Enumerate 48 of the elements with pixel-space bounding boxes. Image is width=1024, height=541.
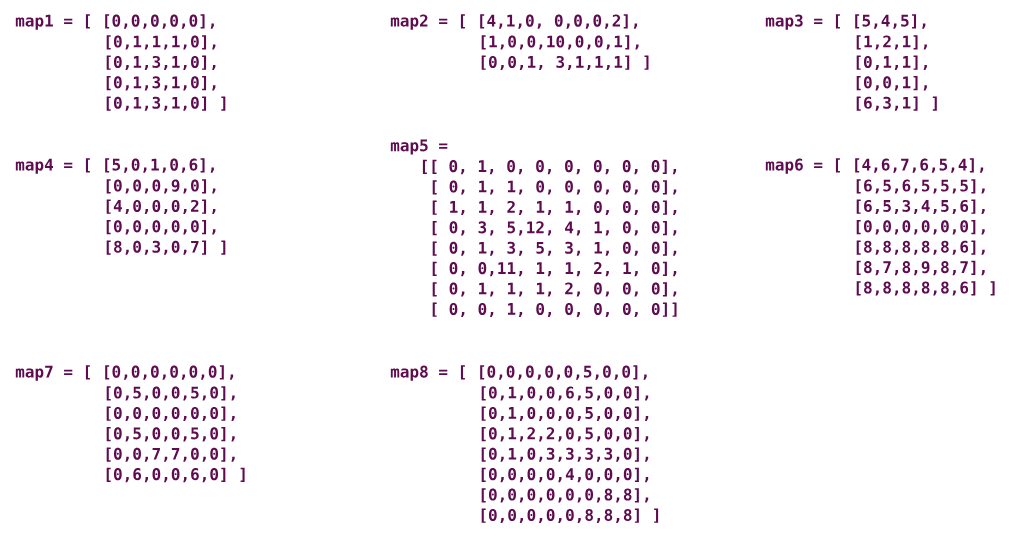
code-line: [6,5,3,4,5,6], (856, 199, 985, 214)
code-line: map7 = [ [0,0,0,0,0,0], (15, 365, 234, 381)
code-line: [6,3,1] ] (856, 96, 937, 111)
code-line: [ 0, 1, 3, 5, 3, 1, 0, 0], (432, 241, 677, 256)
code-line: [ 0, 1, 1, 1, 2, 0, 0, 0], (432, 282, 677, 297)
code-line: [0,1,1,1,0], (106, 35, 216, 50)
code-line: [0,1,3,1,0] ] (106, 96, 226, 111)
code-line: [0,1,0,3,3,3,3,0], (481, 447, 649, 462)
code-line: [8,8,8,8,8,6], (856, 240, 985, 255)
code-line: [0,5,0,0,5,0], (106, 386, 235, 401)
code-line: [ 0, 1, 1, 0, 0, 0, 0, 0], (432, 180, 677, 195)
code-line: [0,0,1, 3,1,1,1] ] (481, 55, 649, 70)
code-line: map8 = [ [0,0,0,0,0,5,0,0], (390, 365, 647, 381)
code-line: [0,1,0,0,6,5,0,0], (481, 386, 649, 401)
code-line: [8,7,8,9,8,7], (856, 260, 985, 276)
code-line: map6 = [ [4,6,7,6,5,4], (765, 158, 984, 174)
code-line: [ 0, 0,11, 1, 1, 2, 1, 0], (432, 261, 677, 277)
code-line: [0,1,3,1,0], (106, 55, 216, 70)
code-line: [ 0, 0, 1, 0, 0, 0, 0, 0]] (432, 302, 677, 317)
code-line: map3 = [ [5,4,5], (765, 14, 926, 30)
code-line: map5 = (390, 139, 448, 155)
code-line: [0,1,3,1,0], (106, 76, 216, 91)
code-line: [0,0,0,0,0,0], (106, 406, 235, 421)
code-line: [4,0,0,0,2], (106, 199, 216, 214)
code-line: [0,0,0,0,0,0,8,8], (481, 488, 649, 503)
code-line: [0,1,1], (856, 55, 927, 70)
code-line: [ 0, 3, 5,12, 4, 1, 0, 0], (432, 221, 677, 236)
code-line: [1,0,0,10,0,0,1], (481, 35, 639, 50)
code-line: [ 1, 1, 2, 1, 1, 0, 0, 0], (432, 200, 677, 215)
code-line: [0,0,7,7,0,0], (106, 447, 235, 462)
code-line: [0,6,0,0,6,0] ] (106, 467, 245, 483)
code-line: [0,0,0,0,0], (106, 220, 216, 235)
code-line: map4 = [ [5,0,1,0,6], (15, 158, 214, 174)
code-line: [0,1,2,2,0,5,0,0], (481, 427, 649, 442)
code-line: map1 = [ [0,0,0,0,0], (15, 14, 214, 30)
code-line: [[ 0, 1, 0, 0, 0, 0, 0, 0], (422, 159, 677, 175)
code-line: [0,1,0,0,0,5,0,0], (481, 406, 649, 421)
code-line: [6,5,6,5,5,5], (856, 179, 985, 194)
code-line: map2 = [ [4,1,0, 0,0,0,2], (390, 14, 638, 30)
code-line: [0,0,0,0,0,8,8,8] ] (481, 508, 659, 523)
code-line: [0,0,0,9,0], (106, 179, 216, 194)
code-line: [0,0,1], (856, 76, 927, 91)
code-line: [0,5,0,0,5,0], (106, 427, 235, 442)
code-line: [8,8,8,8,8,6] ] (856, 281, 995, 296)
code-line: [1,2,1], (856, 35, 927, 50)
code-line: [8,0,3,0,7] ] (106, 240, 226, 255)
code-line: [0,0,0,0,0,0], (856, 220, 985, 235)
code-line: [0,0,0,0,4,0,0,0], (481, 467, 649, 483)
